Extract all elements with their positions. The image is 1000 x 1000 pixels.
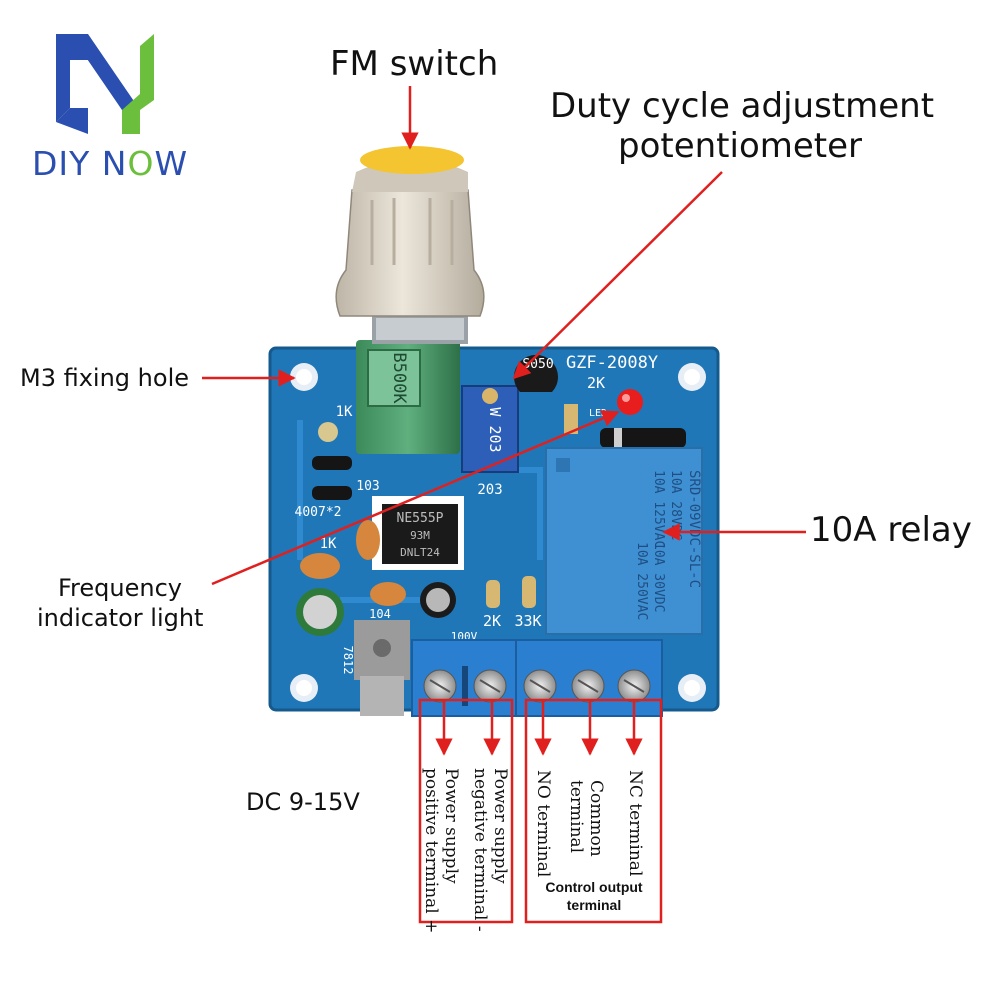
label-dc-voltage: DC 9-15V [246, 788, 360, 816]
res-1k-top: 1K [336, 404, 353, 420]
brand-name-part3: W [154, 144, 189, 183]
label-no-terminal: NO terminal [533, 770, 553, 878]
brand-name: DIY NOW [32, 144, 188, 183]
control-terminal-box [524, 698, 663, 924]
cap-103: 103 [356, 479, 379, 494]
label-frequency-line2: indicator light [37, 604, 204, 632]
label-power-negative-line2: negative terminal - [470, 768, 490, 932]
voltage-regulator-icon: 7812 [341, 620, 410, 716]
brand-name-part1: DIY N [32, 144, 128, 183]
diode-icon [600, 428, 686, 448]
resistor-icon: 1K 4007*2 1K 103 104 2K 33K [295, 404, 542, 630]
res-33k: 33K [514, 612, 541, 630]
arrow-duty-pot [512, 171, 723, 380]
callout-arrows [202, 86, 806, 756]
mounting-hole-icon [290, 363, 706, 702]
res-2k-bottom: 2K [483, 612, 501, 630]
brand-logo-icon [56, 34, 154, 134]
label-power-negative: Power supply negative terminal - [470, 768, 510, 932]
regulator-marking: 7812 [341, 646, 355, 675]
arrow-frequency-led [211, 410, 620, 586]
label-duty-cycle-line1: Duty cycle adjustment [550, 86, 935, 126]
res-2k-top: 2K [587, 374, 605, 392]
label-power-positive: Power supply positive terminal + [421, 768, 461, 933]
res-1k-mid: 1K [320, 536, 337, 552]
label-m3-hole: M3 fixing hole [20, 364, 189, 392]
label-nc-terminal: NC terminal [625, 770, 645, 877]
relay-marking-4: 10A 30VDC [651, 542, 666, 612]
diode-marking: 4007*2 [295, 505, 342, 520]
chip-marking-2: 93M [410, 529, 430, 542]
brand-name-part2: O [127, 144, 155, 183]
label-duty-cycle-line2: potentiometer [618, 126, 863, 166]
label-control-output: Control output terminal [530, 878, 658, 914]
label-power-positive-line1: Power supply [441, 768, 461, 884]
power-terminal-box [418, 698, 514, 924]
label-relay: 10A relay [810, 510, 972, 550]
fm-potentiometer-icon: B500K [335, 146, 485, 454]
label-frequency-line1: Frequency [58, 574, 182, 602]
chip-marking-3: DNLT24 [400, 546, 440, 559]
label-fm-switch: FM switch [330, 44, 499, 84]
ne555-chip-icon: NE555P 93M DNLT24 [372, 496, 464, 570]
board-model: GZF-2008Y [566, 353, 658, 373]
led-label: LED [589, 408, 607, 419]
cap-104: 104 [369, 607, 391, 621]
label-common-terminal: Common terminal [566, 780, 606, 857]
relay-marking-1: 10A 125VAC [651, 470, 666, 548]
label-control-output-line2: terminal [566, 897, 622, 913]
label-power-positive-line2: positive terminal + [421, 768, 441, 934]
relay-model: SRD-09VDC-SL-C [686, 470, 702, 588]
trimmer-marking: W 203 [486, 407, 504, 452]
pot-marking: B500K [389, 352, 409, 404]
power-terminal-block-icon [411, 639, 517, 717]
relay-icon: 10A 125VAC 10A 28VDC 10A 250VAC 10A 30VD… [545, 447, 703, 635]
chip-marking-1: NE555P [397, 511, 444, 526]
relay-marking-3: 10A 250VAC [634, 542, 649, 620]
label-common-line2: terminal [566, 780, 586, 854]
label-common-line1: Common [586, 780, 606, 857]
label-power-negative-line1: Power supply [490, 768, 510, 884]
relay-marking-2: 10A 28VDC [668, 470, 683, 540]
led-icon: 2K LED [564, 374, 643, 434]
label-control-output-line1: Control output [545, 879, 643, 895]
trimmer-code: 203 [477, 482, 502, 498]
